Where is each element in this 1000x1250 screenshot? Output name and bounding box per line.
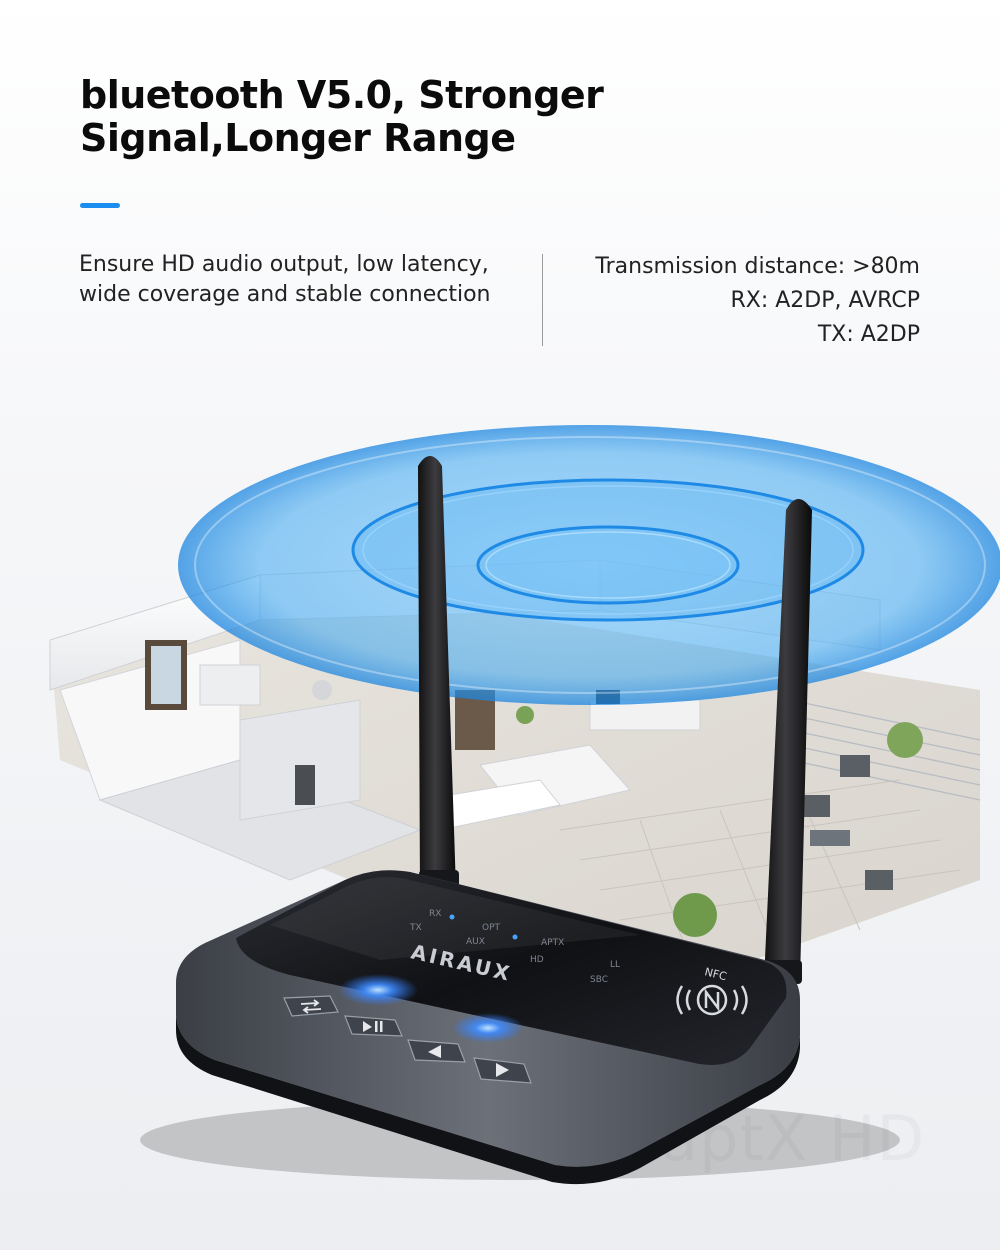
indicator-aptx-label: APTX [541,938,564,948]
spec-transmission-distance: Transmission distance: >80m [595,254,920,279]
headline: bluetooth V5.0, Stronger Signal,Longer R… [80,74,640,160]
play-pause-button[interactable] [344,1015,403,1037]
signal-waves [178,425,1000,705]
rx-led-icon [449,914,455,920]
indicator-tx-label: TX [409,923,422,933]
next-icon [496,1063,509,1077]
feature-description: Ensure HD audio output, low latency, wid… [79,252,491,307]
nfc-icon [676,984,748,1016]
indicator-hd-label: HD [530,955,544,965]
indicator-ll-label: LL [610,960,620,970]
previous-button[interactable] [407,1039,466,1063]
mode-switch-button[interactable] [283,995,339,1017]
bluetooth-device: RX TX OPT AUX APTX HD LL SBC AIRAUX NFC [140,870,900,1185]
spec-list: Transmission distance: >80m RX: A2DP, AV… [595,250,920,352]
headline-line-1: bluetooth V5.0, Stronger [80,73,604,117]
led-glow-left [338,974,418,1006]
indicator-sbc-label: SBC [590,975,608,985]
accent-bar [80,203,120,208]
next-button[interactable] [473,1057,532,1084]
indicator-aux-label: AUX [466,937,485,947]
previous-icon [428,1045,441,1058]
mode-switch-icon [300,999,322,1014]
indicator-opt-label: OPT [482,923,501,933]
headline-line-2: Signal,Longer Range [80,116,516,160]
indicator-rx-label: RX [429,909,441,919]
opt-led-icon [512,934,518,940]
nfc-label: NFC [703,965,728,983]
led-glow-right [452,1013,524,1043]
divider [542,254,543,346]
play-pause-icon [363,1021,383,1032]
spec-rx-profiles: RX: A2DP, AVRCP [730,288,920,313]
spec-tx-profiles: TX: A2DP [817,322,920,347]
